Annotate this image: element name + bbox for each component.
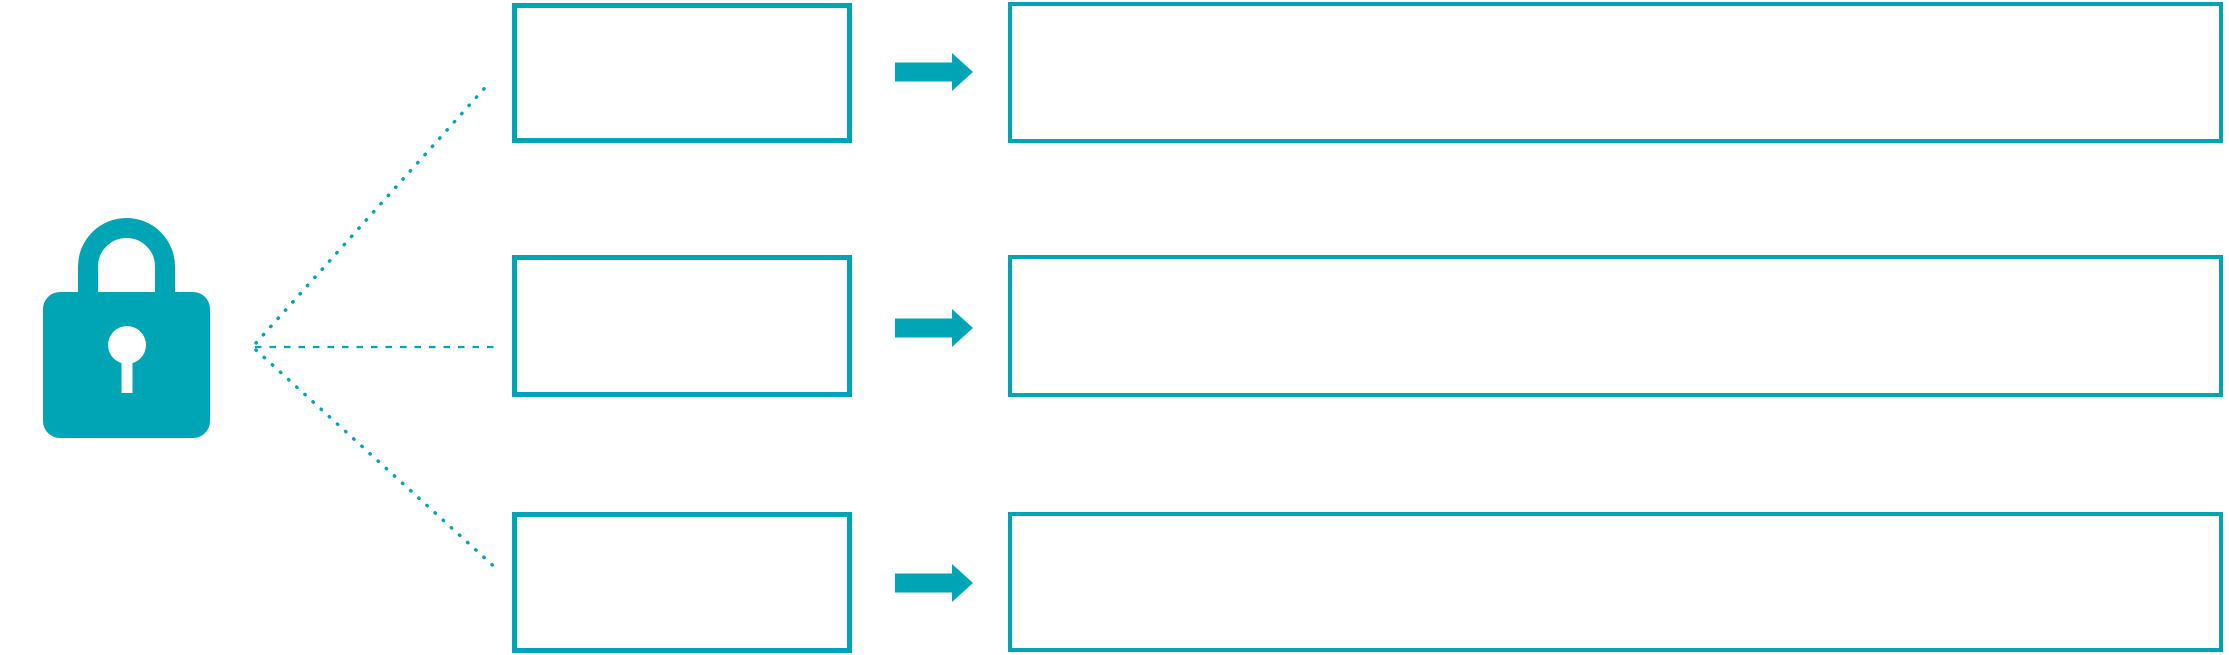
arrow-right-shape bbox=[895, 53, 973, 91]
connector-top-dotted-line bbox=[254, 79, 493, 345]
lock-keyhole-stem bbox=[121, 345, 133, 393]
connector-bottom-dotted-line bbox=[254, 348, 501, 573]
lock-icon bbox=[43, 218, 210, 438]
arrow-right-icon bbox=[895, 564, 973, 602]
lock-shackle bbox=[78, 218, 175, 307]
branch-box-1 bbox=[512, 3, 852, 143]
detail-box-1 bbox=[1008, 2, 2223, 143]
branch-box-3 bbox=[512, 512, 852, 653]
arrow-right-icon bbox=[895, 53, 973, 91]
branch-box-2 bbox=[512, 255, 852, 397]
arrow-right-shape bbox=[895, 564, 973, 602]
detail-box-3 bbox=[1008, 512, 2223, 652]
detail-box-2 bbox=[1008, 255, 2223, 397]
arrow-right-shape bbox=[895, 309, 973, 347]
arrow-right-icon bbox=[895, 309, 973, 347]
